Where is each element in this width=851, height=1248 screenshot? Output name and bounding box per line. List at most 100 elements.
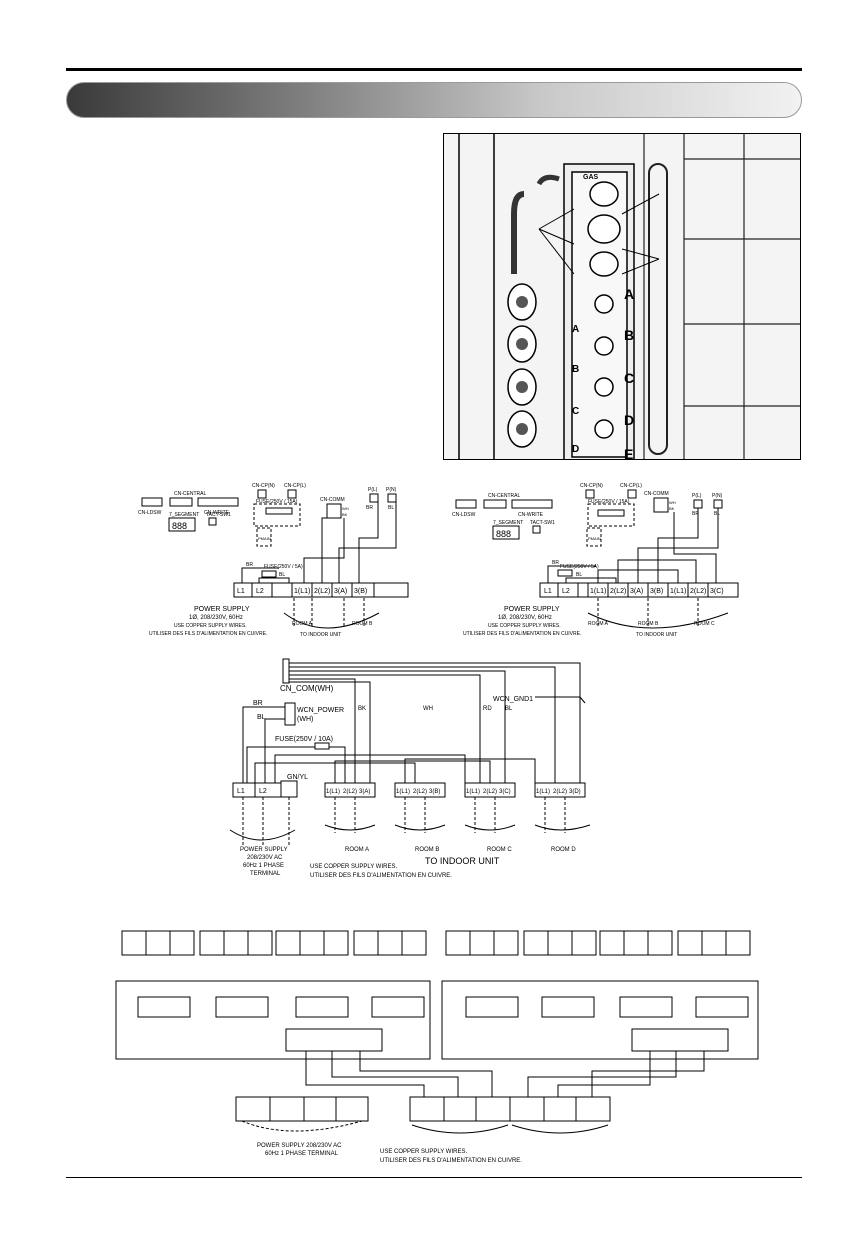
terminal-3b-2: 3(B) xyxy=(650,588,663,595)
mid-terminal-c3: 3(C) xyxy=(499,789,511,795)
room-b-label-2: ROOM B xyxy=(638,621,659,627)
wiring-diagram-3room: CN-CENTRAL CN-LDSW CN-WRITE 7_SEGMENT TA… xyxy=(452,483,739,638)
terminal-3c-2: 3(C) xyxy=(710,588,724,595)
rd-label-mid: RD xyxy=(483,706,492,712)
mid-terminal-l2: L2 xyxy=(259,788,267,795)
pmain-label-2: PMAIN xyxy=(588,536,601,541)
mid-terminal-a3: 3(A) xyxy=(359,789,370,795)
to-indoor-label-mid: TO INDOOR UNIT xyxy=(425,856,500,866)
br-label: BR xyxy=(246,562,253,568)
copper-fr-label-mid: UTILISER DES FILS D'ALIMENTATION EN CUIV… xyxy=(310,873,452,879)
cn-com-label: CN_COM(WH) xyxy=(280,684,334,693)
terminal-1l1: 1(L1) xyxy=(294,588,310,595)
power4-label-mid: TERMINAL xyxy=(250,871,281,877)
cn-cpl-label-2: CN-CP(L) xyxy=(620,483,642,489)
seg7-digits: 888 xyxy=(172,521,187,531)
bl-label: BL xyxy=(279,572,285,578)
seg7-label: 7_SEGMENT xyxy=(169,512,199,518)
gnyl-label: GN/YL xyxy=(287,774,308,781)
to-indoor-label: TO INDOOR UNIT xyxy=(300,632,341,638)
mid-terminal-b1: 1(L1) xyxy=(396,789,410,795)
port-label-c: C xyxy=(572,406,579,417)
power-label: POWER SUPPLY xyxy=(194,606,250,613)
valve-photo: GAS A B C D E A B C D xyxy=(443,133,801,460)
power-spec-label: 1Ø, 208/230V, 60Hz xyxy=(189,615,243,621)
br-label-2: BR xyxy=(552,560,559,566)
bl-label-2: BL xyxy=(576,572,582,578)
terminal-1l1-2b: 1(L1) xyxy=(670,588,686,595)
mid-terminal-b2: 2(L2) xyxy=(413,789,427,795)
valve-label-a: A xyxy=(624,286,634,302)
power-spec-label-2: 1Ø, 208/230V, 60Hz xyxy=(498,615,552,621)
terminal-1l1-2: 1(L1) xyxy=(590,588,606,595)
valve-bodies xyxy=(507,181,621,448)
copper-en-label-mid: USE COPPER SUPPLY WIRES. xyxy=(310,864,397,870)
mid-terminal-a2: 2(L2) xyxy=(343,789,357,795)
copper-fr-label: UTILISER DES FILS D'ALIMENTATION EN CUIV… xyxy=(149,631,267,637)
wiring-diagram-2room: CN-CENTRAL CN-LDSW CN-WRITE 7_SEGMENT TA… xyxy=(138,483,409,638)
room-a-label-2: ROOM A xyxy=(588,621,609,627)
power1-label-mid: POWER SUPPLY xyxy=(240,847,288,853)
fuse-top-label: FUSE(250V / 15A) xyxy=(256,499,298,505)
terminal-2l2: 2(L2) xyxy=(314,588,330,595)
seg7-digits-2: 888 xyxy=(496,529,511,539)
wh-label-2: WH xyxy=(669,500,676,505)
fuse-label-mid: FUSE(250V / 10A) xyxy=(275,736,333,743)
mid-terminal-a1: 1(L1) xyxy=(326,789,340,795)
terminal-3a: 3(A) xyxy=(334,588,347,595)
copper-fr-label-2: UTILISER DES FILS D'ALIMENTATION EN CUIV… xyxy=(463,631,581,637)
port-label-d: D xyxy=(572,444,579,455)
wh-label: WH xyxy=(342,506,349,511)
wiring-diagram-8room: POWER SUPPLY 208/230V AC 60Hz 1 PHASE TE… xyxy=(115,930,759,1164)
to-indoor-label-2: TO INDOOR UNIT xyxy=(636,632,677,638)
terminal-l2-2: L2 xyxy=(562,588,570,595)
room-a-label: ROOM A xyxy=(292,621,313,627)
mid-terminal-c1: 1(L1) xyxy=(466,789,480,795)
wcn-gnd-label: WCN_GND1 xyxy=(493,696,533,703)
section-header-banner xyxy=(66,82,802,118)
room-c-label-2: ROOM C xyxy=(694,621,715,627)
fuse-label-2: FUSE(250V / 5A) xyxy=(560,564,599,570)
tact-label-2: TACT-SW1 xyxy=(530,520,555,526)
valve-photo-svg: GAS A B C D E A B C D xyxy=(444,134,800,459)
bk-label-mid: BK xyxy=(358,706,366,712)
br1-label: BR xyxy=(366,505,373,511)
fuse-label: FUSE(250V / 5A) xyxy=(264,564,303,570)
cn-write-label: CN-WRITE xyxy=(204,510,230,516)
mid-terminal-d2: 2(L2) xyxy=(553,789,567,795)
power-label-2: POWER SUPPLY xyxy=(504,606,560,613)
cn-ldsw-label: CN-LDSW xyxy=(138,510,162,516)
seg7-label-2: 7_SEGMENT xyxy=(493,520,523,526)
terminal-3a-2: 3(A) xyxy=(630,588,643,595)
room-a-label-mid: ROOM A xyxy=(345,847,369,853)
top-rule xyxy=(66,68,802,71)
cn-ldsw-label-2: CN-LDSW xyxy=(452,512,476,518)
terminal-l1: L1 xyxy=(237,588,245,595)
cn-central-label: CN-CENTRAL xyxy=(174,491,206,497)
gas-label: GAS xyxy=(583,174,599,181)
port-label-b: B xyxy=(572,364,579,375)
wiring-diagram-4room: CN_COM(WH) WCN_GND1 WCN_POWER (WH) BR BL… xyxy=(229,658,591,879)
bottom-copper-en-label: USE COPPER SUPPLY WIRES. xyxy=(380,1149,467,1155)
tact-label: TACT-SW1 xyxy=(206,512,231,518)
cn-write-label-2: CN-WRITE xyxy=(518,512,544,518)
wcn-power-label: WCN_POWER xyxy=(297,707,344,714)
copper-en-label-2: USE COPPER SUPPLY WIRES. xyxy=(488,623,561,629)
port-label-a: A xyxy=(572,324,579,335)
wcn-power-wh-label: (WH) xyxy=(297,716,313,723)
terminal-3b: 3(B) xyxy=(354,588,367,595)
copper-en-label: USE COPPER SUPPLY WIRES. xyxy=(174,623,247,629)
bottom-power-label: POWER SUPPLY 208/230V AC xyxy=(257,1143,342,1149)
bottom-power2-label: 60Hz 1 PHASE TERMINAL xyxy=(265,1151,339,1157)
room-b-label: ROOM B xyxy=(352,621,373,627)
wh-label-mid: WH xyxy=(423,706,433,712)
terminal-l2: L2 xyxy=(256,588,264,595)
bottom-copper-fr-label: UTILISER DES FILS D'ALIMENTATION EN CUIV… xyxy=(380,1158,522,1164)
pn-label-2: P(N) xyxy=(712,493,723,499)
cn-cpn-label: CN-CP(N) xyxy=(252,483,275,489)
mid-terminal-l1: L1 xyxy=(237,788,245,795)
valve-label-b: B xyxy=(624,327,634,343)
terminal-2l2-2: 2(L2) xyxy=(610,588,626,595)
pn-label: P(N) xyxy=(386,487,397,493)
bottom-rule xyxy=(66,1177,802,1178)
